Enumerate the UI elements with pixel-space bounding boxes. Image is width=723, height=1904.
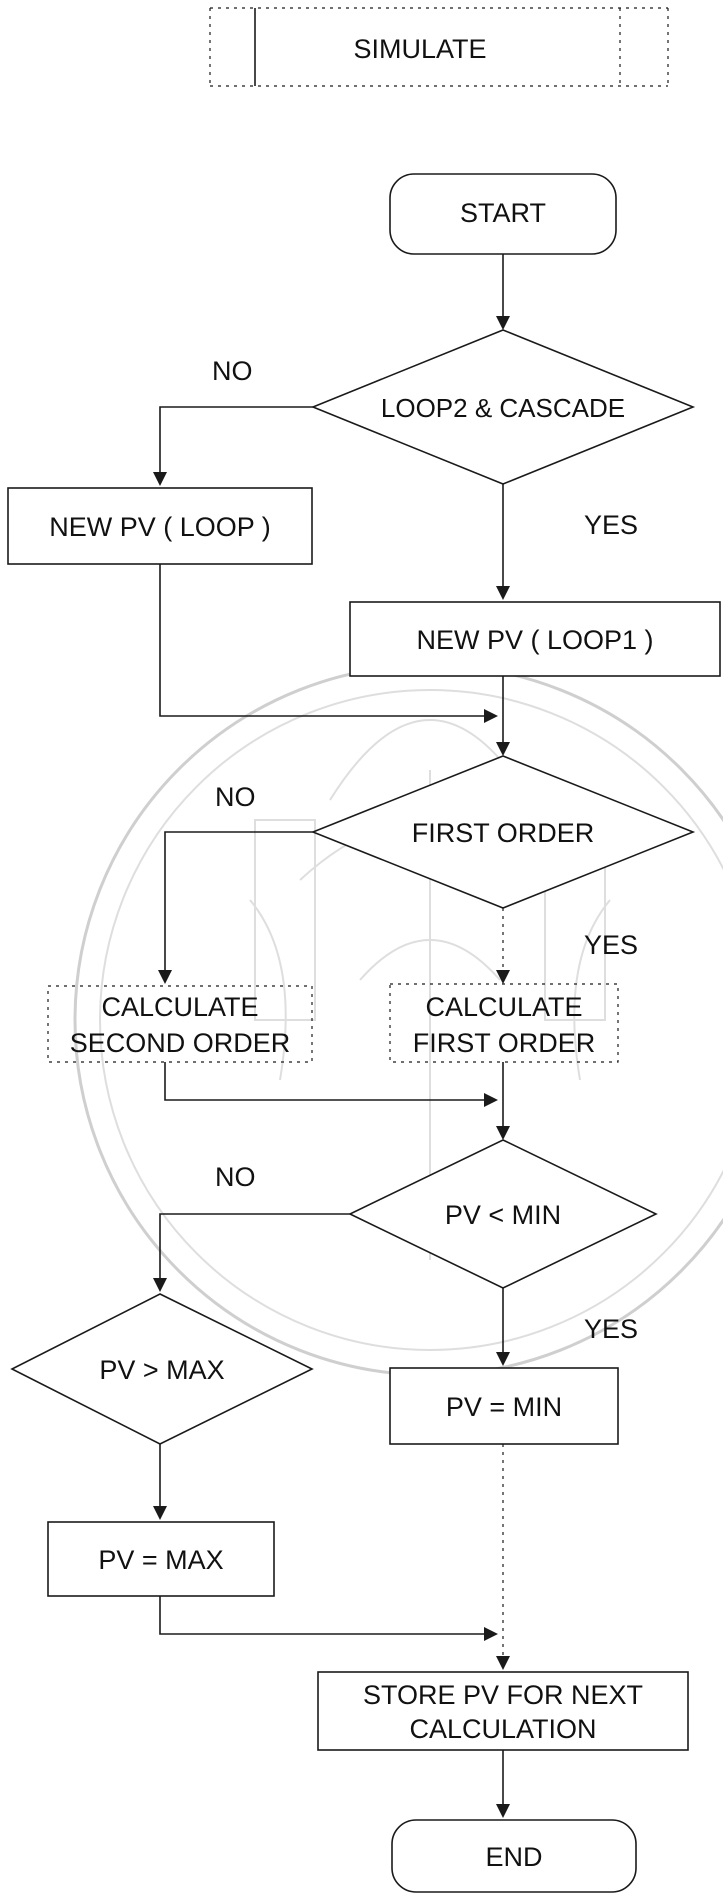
pv-less-min-decision: PV < MIN (350, 1140, 656, 1288)
no-label-2: NO (215, 782, 256, 812)
arrow-head (158, 970, 172, 984)
arrow-head (484, 1627, 498, 1641)
calc-first-order-line2: FIRST ORDER (413, 1028, 596, 1058)
calc-first-order-line1: CALCULATE (425, 992, 582, 1022)
pv-equals-min-label: PV = MIN (446, 1392, 562, 1422)
arrow-head (153, 1506, 167, 1520)
arrow-head (496, 1126, 510, 1140)
end-label: END (485, 1842, 542, 1872)
pv-equals-max-box: PV = MAX (48, 1522, 274, 1596)
store-pv-line2: CALCULATION (409, 1714, 596, 1744)
pv-greater-max-label: PV > MAX (99, 1355, 224, 1385)
header-simulate: SIMULATE (210, 8, 668, 86)
arrow-head (496, 586, 510, 600)
calc-second-order-box: CALCULATE SECOND ORDER (48, 986, 312, 1062)
arrow-head (496, 1656, 510, 1670)
arrow-head (496, 1352, 510, 1366)
no-label-3: NO (215, 1162, 256, 1192)
new-pv-loop-label: NEW PV ( LOOP ) (49, 512, 271, 542)
yes-label-2: YES (584, 930, 638, 960)
calc-second-order-line2: SECOND ORDER (70, 1028, 291, 1058)
header-title: SIMULATE (353, 34, 486, 64)
new-pv-loop1-box: NEW PV ( LOOP1 ) (350, 602, 720, 676)
arrow-head (496, 742, 510, 756)
calc-first-order-box: CALCULATE FIRST ORDER (390, 984, 618, 1062)
arrow-head (153, 472, 167, 486)
pv-less-min-label: PV < MIN (445, 1200, 561, 1230)
calc-second-order-line1: CALCULATE (101, 992, 258, 1022)
first-order-decision: FIRST ORDER (313, 756, 693, 908)
store-pv-line1: STORE PV FOR NEXT (363, 1680, 643, 1710)
no-label-1: NO (212, 356, 253, 386)
arrow-head (496, 316, 510, 330)
pv-equals-min-box: PV = MIN (390, 1368, 618, 1444)
end-terminal: END (392, 1820, 636, 1892)
new-pv-loop1-label: NEW PV ( LOOP1 ) (416, 625, 653, 655)
yes-label-1: YES (584, 510, 638, 540)
arrow-head (496, 1804, 510, 1818)
loop2-cascade-decision: LOOP2 & CASCADE (313, 330, 693, 484)
first-order-label: FIRST ORDER (412, 818, 595, 848)
store-pv-box: STORE PV FOR NEXT CALCULATION (318, 1672, 688, 1750)
start-label: START (460, 198, 546, 228)
arrow-head (484, 1093, 498, 1107)
new-pv-loop-box: NEW PV ( LOOP ) (8, 488, 312, 564)
loop2-cascade-label: LOOP2 & CASCADE (381, 393, 625, 423)
yes-label-3: YES (584, 1314, 638, 1344)
pv-equals-max-label: PV = MAX (98, 1545, 223, 1575)
start-terminal: START (390, 174, 616, 254)
pv-greater-max-decision: PV > MAX (12, 1294, 312, 1444)
arrow-head (153, 1278, 167, 1292)
arrow-head (484, 709, 498, 723)
